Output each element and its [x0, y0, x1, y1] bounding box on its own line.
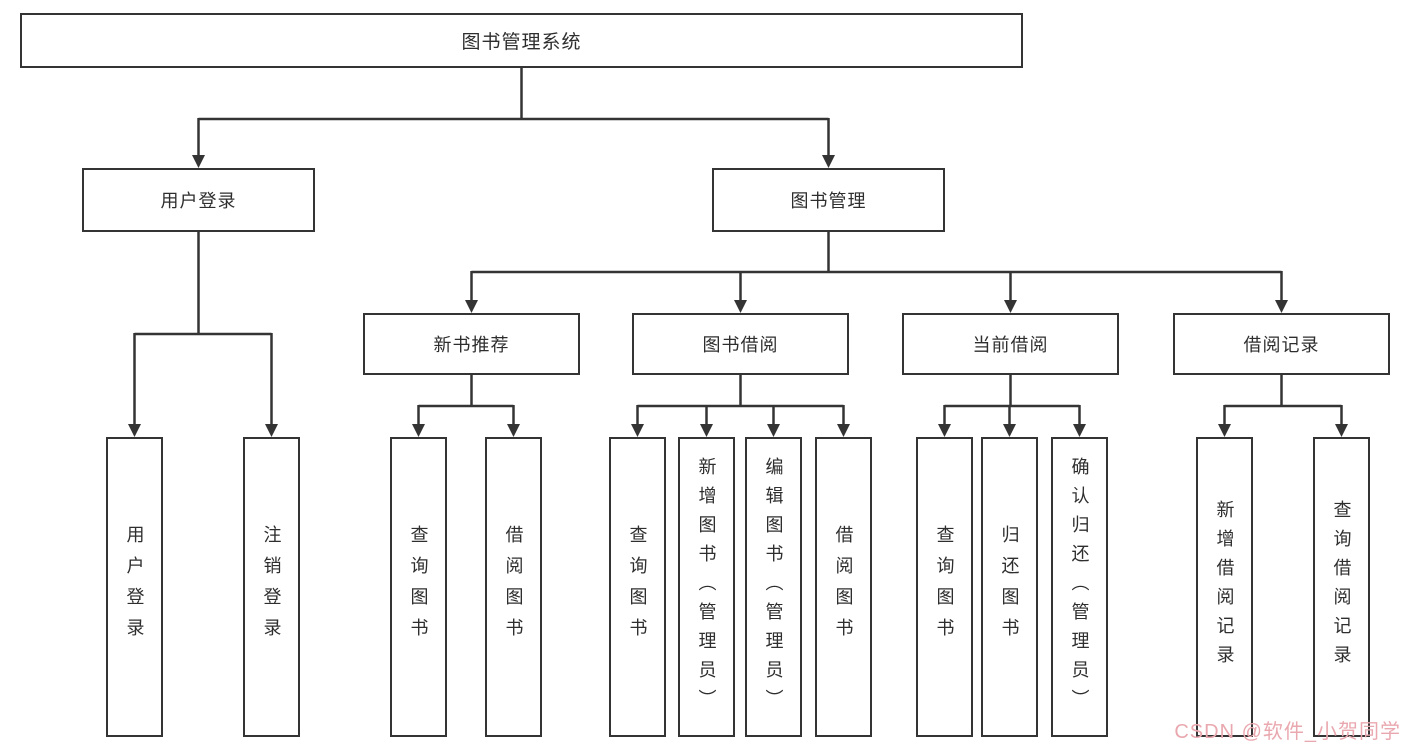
node-book-management: 图书管理 — [712, 168, 945, 232]
node-confirm-return-admin: 确认归还（管理员） — [1051, 437, 1108, 737]
node-edit-books-admin: 编辑图书（管理员） — [745, 437, 802, 737]
node-user-login: 用户登录 — [82, 168, 315, 232]
node-logout-action: 注销登录 — [243, 437, 300, 737]
node-add-books-admin: 新增图书（管理员） — [678, 437, 735, 737]
node-current-borrow: 当前借阅 — [902, 313, 1119, 375]
node-query-books-current: 查询图书 — [916, 437, 973, 737]
node-add-borrow-record: 新增借阅记录 — [1196, 437, 1253, 737]
node-query-books-recommend: 查询图书 — [390, 437, 447, 737]
node-library-management-system: 图书管理系统 — [20, 13, 1023, 68]
node-query-books-borrow: 查询图书 — [609, 437, 666, 737]
node-user-login-action: 用户登录 — [106, 437, 163, 737]
node-borrow-records: 借阅记录 — [1173, 313, 1390, 375]
node-query-borrow-record: 查询借阅记录 — [1313, 437, 1370, 737]
node-book-borrow: 图书借阅 — [632, 313, 849, 375]
node-new-book-recommend: 新书推荐 — [363, 313, 580, 375]
node-return-books: 归还图书 — [981, 437, 1038, 737]
node-borrow-books-recommend: 借阅图书 — [485, 437, 542, 737]
node-borrow-books-borrow: 借阅图书 — [815, 437, 872, 737]
